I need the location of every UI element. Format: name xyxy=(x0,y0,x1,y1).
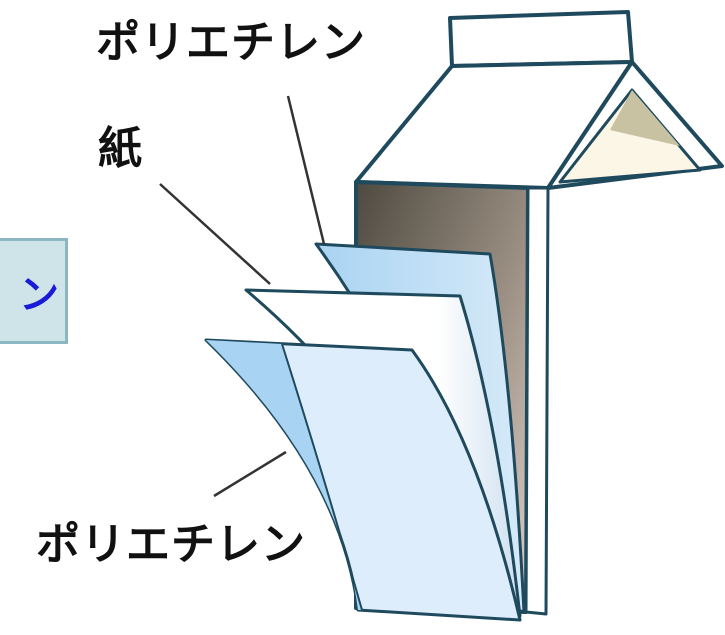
leader-line-paper xyxy=(159,183,271,285)
leader-line-top-polyethylene xyxy=(286,95,326,245)
side-label-box: ン xyxy=(0,238,68,344)
label-polyethylene-top: ポリエチレン xyxy=(96,17,366,68)
carton-gable-shadow xyxy=(610,90,680,146)
side-label-fragment: ン xyxy=(19,272,59,318)
label-paper: 紙 xyxy=(98,123,142,174)
carton-top-fin xyxy=(448,10,634,68)
leader-line-bottom-polyethylene xyxy=(213,450,287,498)
label-polyethylene-bottom: ポリエチレン xyxy=(36,519,306,570)
carton-front-panel xyxy=(524,186,550,616)
outer-polyethylene-edge-shade xyxy=(206,340,362,610)
outer-polyethylene-inner-line xyxy=(281,343,363,611)
